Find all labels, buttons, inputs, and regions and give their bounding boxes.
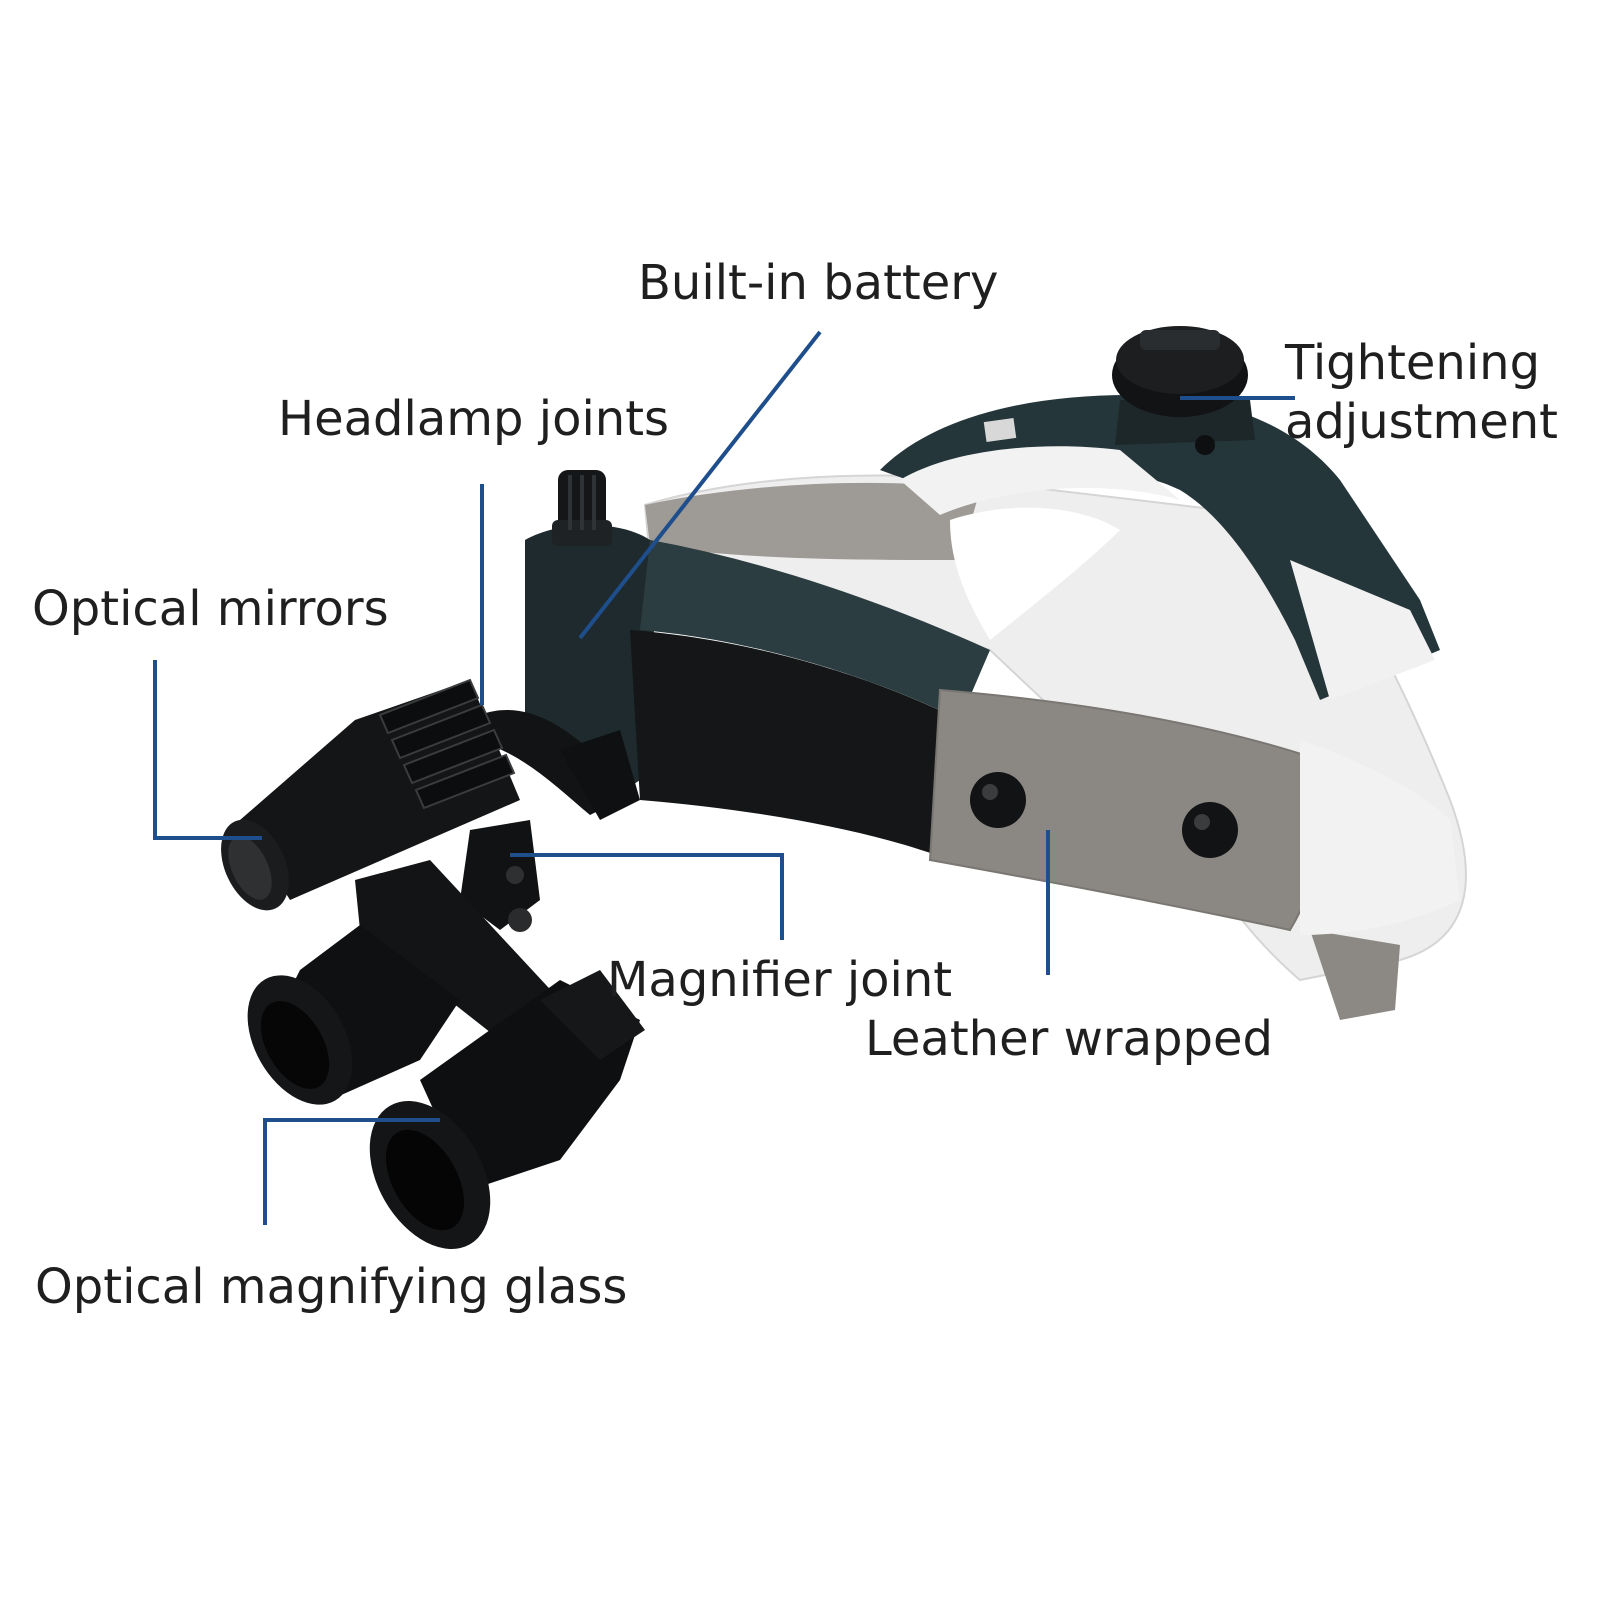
leader-line-battery [578, 330, 822, 640]
top-arc-pad [900, 446, 1180, 515]
label-magnifier-joint: Magnifier joint [607, 952, 953, 1008]
rear-band-inner-shade [645, 482, 980, 560]
leader-line-magnifying-glass [263, 1118, 440, 1225]
binocular-loupe-illustration [247, 820, 645, 1249]
label-headlamp-joints: Headlamp joints [278, 391, 670, 447]
label-optical-magnifying-glass: Optical magnifying glass [35, 1259, 628, 1315]
headlamp-joint-knob [552, 470, 612, 546]
label-leather-wrapped: Leather wrapped [865, 1011, 1273, 1067]
label-built-in-battery: Built-in battery [638, 255, 999, 311]
leader-line-optical-mirrors [153, 660, 262, 840]
label-optical-mirrors: Optical mirrors [32, 581, 389, 637]
headband-device-illustration [525, 326, 1467, 1020]
leader-lines [153, 330, 1295, 1225]
rivet [1182, 802, 1238, 858]
leader-line-magnifier-joint [510, 853, 784, 940]
rear-lower-pad [1310, 930, 1400, 1020]
adjustment-knob-illustration [1112, 326, 1255, 455]
front-dark-band [630, 630, 960, 860]
headlamp-illustration [221, 678, 640, 911]
band-opening [950, 507, 1120, 640]
front-light-band [1300, 740, 1460, 935]
label-tightening-adjustment: Tightening adjustment [1285, 335, 1558, 450]
rivet [970, 772, 1026, 828]
teal-band-section [640, 540, 990, 720]
right-arc-pad [1290, 560, 1435, 700]
